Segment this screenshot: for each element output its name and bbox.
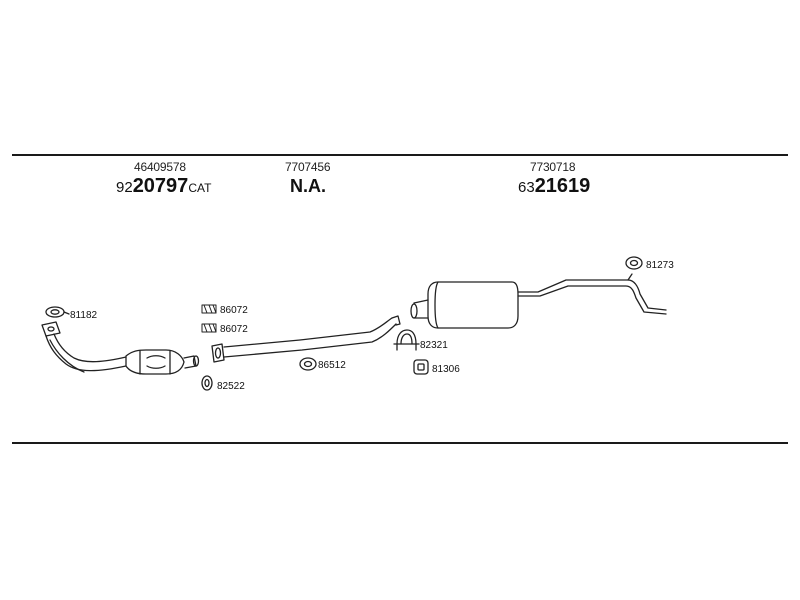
- intermediate-pipe-icon: [211, 315, 401, 363]
- oe-number-rear: 7730718: [530, 160, 576, 174]
- ref-number-rear: 6321619: [518, 175, 591, 197]
- gasket-81182-icon: [45, 306, 70, 318]
- clamp-82321-icon: [393, 329, 420, 351]
- part-label-81306: 81306: [432, 364, 460, 375]
- rubber-mount-81273-icon: [625, 256, 643, 270]
- rear-muffler-icon: [410, 273, 667, 329]
- oe-number-middle: 7707456: [285, 160, 331, 174]
- ref-number-front: 9220797CAT: [116, 175, 212, 197]
- part-label-82321: 82321: [420, 340, 448, 351]
- part-label-81273: 81273: [646, 260, 674, 271]
- rubber-mount-86512-icon: [299, 357, 317, 371]
- part-label-86072-a: 86072: [220, 305, 248, 316]
- top-divider: [12, 154, 788, 156]
- bolt-86072-icon: [201, 304, 217, 333]
- bottom-divider: [12, 442, 788, 444]
- part-label-86072-b: 86072: [220, 324, 248, 335]
- gasket-82522-icon: [201, 375, 213, 391]
- part-label-86512: 86512: [318, 360, 346, 371]
- part-label-82522: 82522: [217, 381, 245, 392]
- oe-number-front: 46409578: [134, 160, 186, 174]
- ref-number-middle: N.A.: [290, 176, 326, 196]
- rubber-mount-81306-icon: [413, 359, 429, 375]
- catalytic-converter-icon: [41, 321, 200, 375]
- part-label-81182: 81182: [70, 310, 98, 321]
